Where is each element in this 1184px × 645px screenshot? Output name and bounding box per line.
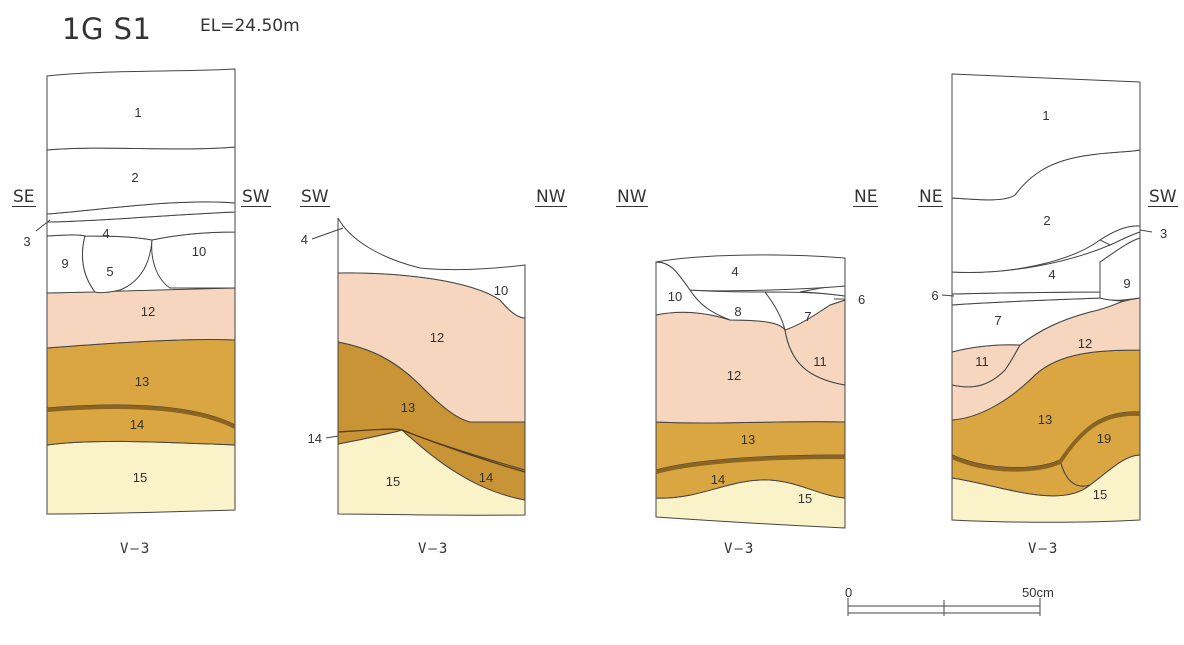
p1-leader-3 [35, 219, 51, 232]
p2-label-14: 14 [479, 470, 493, 485]
panel-4 [951, 73, 1141, 523]
panel-1 [46, 68, 236, 515]
p1-bottom-label: V–3 [120, 541, 152, 557]
p2-direction-right: NW [535, 187, 567, 207]
p1-label-2: 2 [131, 170, 138, 185]
p2-label-10: 10 [494, 283, 508, 298]
p2-bottom-label: V–3 [418, 541, 450, 557]
p4-layer-4 [951, 231, 1141, 295]
p4-label-19: 19 [1097, 431, 1111, 446]
p3-bottom-label: V–3 [724, 541, 756, 557]
scale-bar [847, 598, 1041, 616]
p1-layer-5 [82, 235, 153, 294]
p4-label-6: 6 [931, 288, 938, 303]
p3-label-4: 4 [731, 264, 738, 279]
p4-label-1: 1 [1042, 108, 1049, 123]
p2-leader-4 [311, 227, 344, 240]
p2-label-13: 13 [401, 400, 415, 415]
p2-layer-10 [337, 217, 526, 319]
p1-label-9: 9 [61, 256, 68, 271]
scale-start-label: 0 [845, 585, 853, 600]
p4-layer-1 [951, 73, 1141, 201]
p3-band-line [655, 455, 846, 474]
p3-label-15: 15 [798, 491, 812, 506]
scale-end-label: 50cm [1022, 585, 1054, 600]
p4-band-line [951, 411, 1141, 472]
p4-label-15: 15 [1093, 487, 1107, 502]
p1-layer-10 [151, 231, 236, 289]
p3-layer-6 [799, 285, 846, 297]
p2-label-15: 15 [386, 474, 400, 489]
p3-label-7: 7 [804, 309, 811, 324]
p3-label-14: 14 [711, 472, 725, 487]
p1-layer-12 [46, 287, 236, 349]
p2-band-line [337, 428, 526, 473]
p4-label-11: 11 [975, 354, 989, 369]
p3-layer-4 [655, 254, 846, 292]
p4-label-12: 12 [1078, 336, 1092, 351]
p3-label-11: 11 [813, 354, 827, 369]
layer-labels: 1 2 3 4 5 9 10 12 13 14 15 4 10 12 13 14… [23, 105, 1167, 506]
p4-label-3: 3 [1160, 226, 1167, 241]
p3-label-8: 8 [734, 304, 741, 319]
p3-label-10: 10 [668, 289, 682, 304]
p1-direction-left: SE [12, 187, 36, 207]
p1-label-5: 5 [106, 264, 113, 279]
p1-label-14: 14 [130, 417, 144, 432]
p2-direction-left: SW [300, 187, 330, 207]
p4-leader-3 [1139, 229, 1153, 233]
p1-label-1: 1 [134, 105, 141, 120]
p1-label-15: 15 [133, 470, 147, 485]
p4-bottom-label: V–3 [1028, 541, 1060, 557]
p1-direction-right: SW [241, 187, 271, 207]
p2-label-12: 12 [430, 330, 444, 345]
p1-label-4: 4 [102, 226, 109, 241]
p1-label-3: 3 [23, 234, 30, 249]
elevation-label: EL=24.50m [200, 16, 300, 36]
p4-label-4: 4 [1048, 267, 1055, 282]
p1-label-10: 10 [192, 244, 206, 259]
p4-label-13: 13 [1038, 412, 1052, 427]
p1-layer-1 [46, 68, 236, 151]
p2-label-14-left: 14 [308, 431, 322, 446]
p3-label-13: 13 [741, 432, 755, 447]
p4-leader-6 [941, 294, 955, 297]
p3-direction-left: NW [616, 187, 648, 207]
p2-leader-14 [325, 435, 339, 439]
p4-direction-left: NE [918, 187, 944, 207]
p4-label-2: 2 [1043, 213, 1050, 228]
p3-label-6: 6 [858, 292, 865, 307]
panel-3 [655, 254, 846, 529]
p4-label-9: 9 [1123, 276, 1130, 291]
p2-label-4: 4 [301, 232, 308, 247]
p1-band-line [46, 405, 236, 429]
p3-direction-right: NE [853, 187, 879, 207]
p1-label-13: 13 [135, 374, 149, 389]
p4-direction-right: SW [1148, 187, 1178, 207]
p3-label-12: 12 [727, 368, 741, 383]
trench-title: 1G S1 [62, 12, 152, 46]
p1-label-12: 12 [141, 304, 155, 319]
panel-2 [337, 217, 526, 516]
p4-label-7: 7 [994, 313, 1001, 328]
